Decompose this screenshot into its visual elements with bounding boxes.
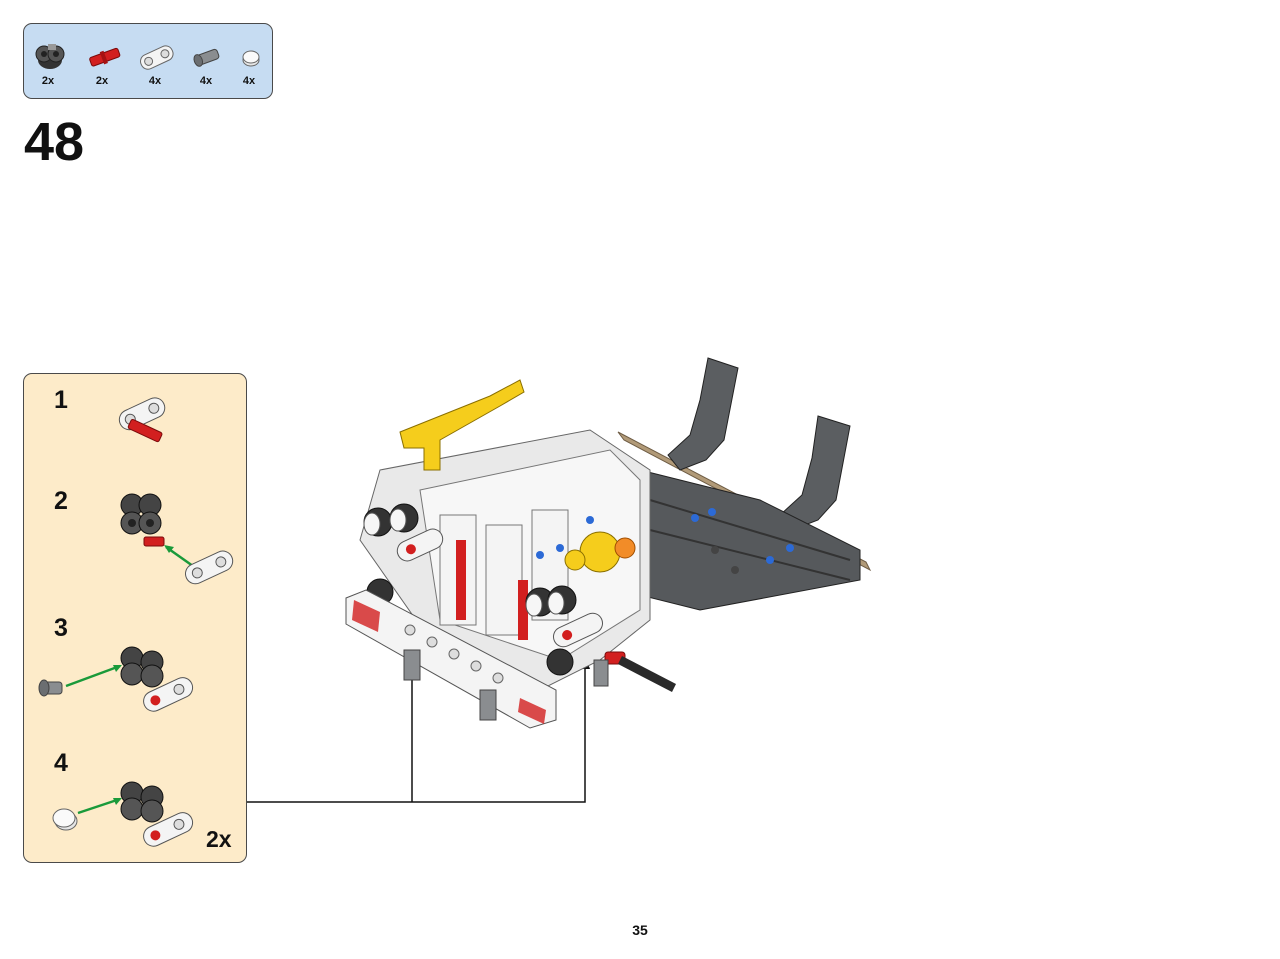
- part-quantity: 4x: [199, 75, 213, 87]
- sub-step-number: 2: [54, 487, 68, 515]
- parts-list-item: 2x: [80, 32, 124, 92]
- white-round-tile-icon: [242, 50, 260, 67]
- part-quantity: 4x: [242, 75, 256, 87]
- yellow-gear-hub: [564, 531, 636, 573]
- white-beam-icon: [140, 45, 174, 70]
- sub-step-number: 4: [54, 749, 68, 777]
- part-quantity: 2x: [95, 75, 109, 87]
- parts-list-callout: 2x 2x 4x 4x: [23, 23, 273, 99]
- sub-step: 1: [24, 386, 246, 466]
- sub-step: 2: [24, 487, 246, 597]
- part-quantity: 4x: [148, 75, 162, 87]
- parts-list-item: 4x: [227, 32, 271, 92]
- grey-pin-icon: [193, 48, 220, 67]
- red-pin-and-axle: [604, 651, 676, 692]
- white-front-beam: [345, 589, 557, 729]
- sub-step-number: 3: [54, 614, 68, 642]
- grey-lift-arm: [667, 357, 851, 531]
- sub-step-2-illustration: [120, 493, 234, 585]
- grey-legs: [403, 649, 609, 721]
- sub-step-1-illustration: [118, 397, 166, 443]
- white-beam-with-marker: [396, 528, 604, 648]
- sub-step-3-illustration: [38, 646, 194, 712]
- sub-step: 3: [24, 614, 246, 714]
- sub-step-number: 1: [54, 386, 68, 414]
- yellow-top-beam: [399, 379, 525, 471]
- black-double-connector-icon: [35, 44, 65, 69]
- parts-list-item: 2x: [26, 32, 70, 92]
- red-axle-pin-icon: [89, 47, 121, 67]
- page-number: 35: [632, 922, 648, 938]
- part-quantity: 2x: [41, 75, 55, 87]
- parts-list-item: 4x: [133, 32, 177, 92]
- sub-step-4-illustration: [52, 781, 194, 847]
- parts-list-item: 4x: [184, 32, 228, 92]
- sub-assembly-callout: 1 2: [23, 373, 247, 863]
- step-number: 48: [24, 112, 85, 172]
- sub-assembly-multiplier: 2x: [206, 826, 232, 852]
- sub-step: 4: [24, 749, 246, 849]
